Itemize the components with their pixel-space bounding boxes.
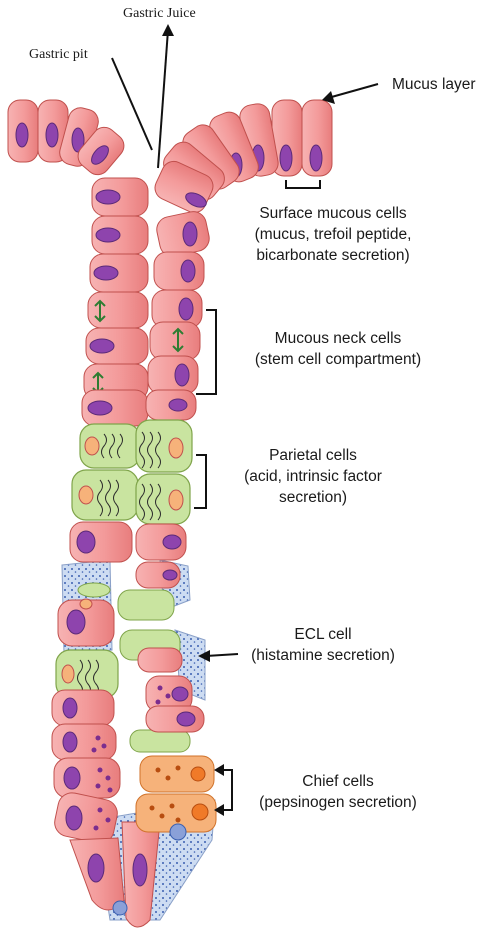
surface-mucous-detail-1: (mucus, trefoil peptide,: [230, 224, 436, 245]
chief-detail: (pepsinogen secretion): [240, 792, 436, 813]
surface-mucous-bracket: [286, 180, 320, 188]
gland-left-wall: [82, 178, 148, 426]
ecl-label: ECL cell (histamine secretion): [230, 624, 416, 666]
mucous-neck-detail: (stem cell compartment): [230, 349, 446, 370]
parietal-label: Parietal cells (acid, intrinsic factor s…: [213, 445, 413, 508]
chief-label: Chief cells (pepsinogen secretion): [240, 771, 436, 813]
parietal-detail-1: (acid, intrinsic factor: [213, 466, 413, 487]
surface-mucous-cells-left: [8, 100, 129, 180]
ecl-title: ECL cell: [230, 624, 416, 645]
mucus-layer-arrow: [328, 84, 378, 98]
chief-title: Chief cells: [240, 771, 436, 792]
mucous-neck-label: Mucous neck cells (stem cell compartment…: [230, 328, 446, 370]
parietal-detail-2: secretion): [213, 487, 413, 508]
gastric-pit-label: Gastric pit: [29, 44, 88, 65]
gland-right-wall: [146, 209, 212, 420]
surface-mucous-title: Surface mucous cells: [230, 203, 436, 224]
ecl-detail: (histamine secretion): [230, 645, 416, 666]
parietal-title: Parietal cells: [213, 445, 413, 466]
gastric-juice-arrowhead: [162, 24, 174, 36]
surface-mucous-detail-2: bicarbonate secretion): [230, 245, 436, 266]
surface-mucous-cells-right: [151, 100, 332, 217]
mucus-layer-label: Mucus layer: [392, 74, 476, 95]
chief-arrowhead-top: [214, 764, 224, 776]
parietal-bracket: [194, 455, 206, 508]
gastric-juice-arrow: [158, 30, 168, 168]
chief-bracket: [220, 770, 232, 810]
gastric-juice-label: Gastric Juice: [123, 3, 196, 24]
surface-mucous-label: Surface mucous cells (mucus, trefoil pep…: [230, 203, 436, 266]
mucous-neck-title: Mucous neck cells: [230, 328, 446, 349]
